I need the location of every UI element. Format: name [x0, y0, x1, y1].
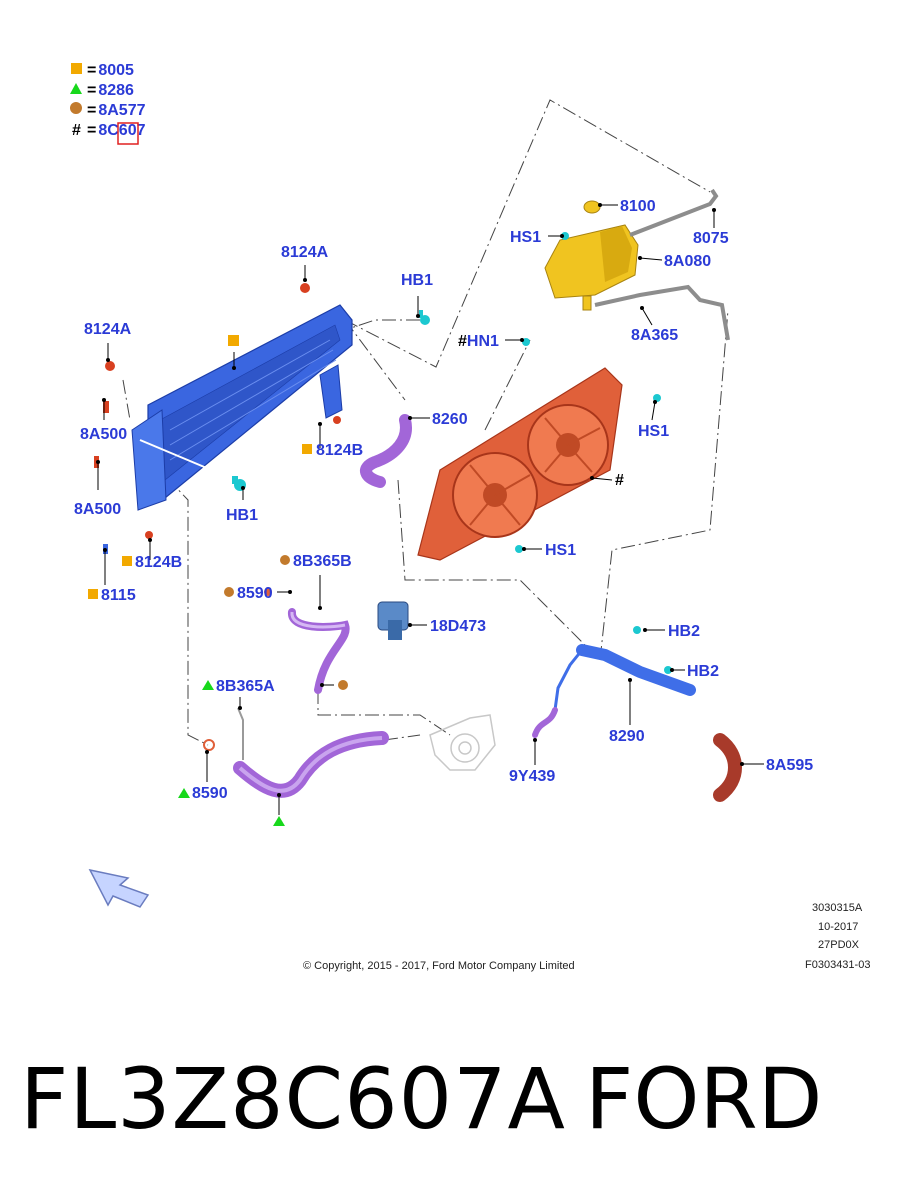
legend: =8005 =8286 =8A577 # =8C607 [70, 62, 146, 145]
marker-triangle-8B365A [202, 680, 214, 690]
ref-code-1: 3030315A [812, 902, 863, 914]
label-8A500-a: 8A500 [80, 426, 127, 443]
label-hash-shroud: # [615, 472, 624, 489]
legend-eq-4: = [87, 122, 96, 139]
label-8260: 8260 [432, 411, 468, 428]
marker-triangle-hose [273, 816, 285, 826]
legend-hash-symbol: # [72, 122, 81, 139]
hose-8260 [360, 414, 412, 488]
label-HB1-top: HB1 [401, 272, 433, 289]
bushing-8124B-left [145, 531, 153, 539]
highlight-box [117, 122, 139, 145]
clip-HS1-bottom [515, 545, 523, 553]
legend-eq-3: = [87, 102, 96, 119]
coolant-reservoir [522, 188, 730, 346]
coolant-tube-8290 [553, 626, 696, 711]
ref-code-3: 27PD0X [818, 939, 860, 951]
marker-square-8124B-mid [302, 444, 312, 454]
clip-HB2-a [633, 626, 641, 634]
label-8590-top: 8590 [237, 585, 273, 602]
lower-hose-8B365A [233, 707, 389, 798]
degas-hose-8B365B [288, 608, 350, 694]
label-9Y439: 9Y439 [509, 768, 555, 785]
label-HB2-a: HB2 [668, 623, 700, 640]
label-hash-HN1: # [458, 333, 467, 350]
marker-square-8115 [88, 589, 98, 599]
label-8290: 8290 [609, 728, 645, 745]
marker-triangle-8590 [178, 788, 190, 798]
engine-pump-ghost [429, 714, 496, 771]
label-HS1-bottom: HS1 [545, 542, 576, 559]
bushing-8124B-mid [333, 416, 341, 424]
label-HS1-right: HS1 [638, 423, 669, 440]
svg-text:#HN1: #HN1 [458, 333, 499, 350]
label-18D473: 18D473 [430, 618, 486, 635]
pin-8A500-a [103, 401, 109, 413]
clamp-8590-top [264, 588, 272, 596]
part-number: FL3Z8C607A [20, 1050, 566, 1148]
brand-name: FORD [585, 1050, 823, 1148]
legend-code-8A577: 8A577 [98, 102, 145, 119]
copyright-notice: © Copyright, 2015 - 2017, Ford Motor Com… [303, 960, 575, 972]
routing-lines [122, 99, 729, 746]
label-8124B-mid: 8124B [316, 442, 363, 459]
clip-HB2-b [664, 666, 672, 674]
svg-text:=8A577: =8A577 [87, 102, 146, 119]
reference-codes: 3030315A 10-2017 27PD0X F0303431-03 [805, 902, 870, 971]
bushing-8124A-left [105, 361, 115, 371]
label-8590-bottom: 8590 [192, 785, 228, 802]
label-HB2-b: HB2 [687, 663, 719, 680]
legend-code-8005: 8005 [98, 62, 134, 79]
marker-circle-hose [338, 680, 348, 690]
valve-18D473 [377, 601, 409, 640]
label-8100: 8100 [620, 198, 656, 215]
label-8A595: 8A595 [766, 757, 813, 774]
cooling-system-diagram: =8005 =8286 =8A577 # =8C607 [70, 62, 870, 972]
label-8124A-left: 8124A [84, 321, 132, 338]
hose-9Y439 [532, 707, 558, 738]
clip-HB1-top [419, 310, 430, 325]
label-HS1-top: HS1 [510, 229, 541, 246]
label-8A080: 8A080 [664, 253, 711, 270]
label-HN1: HN1 [467, 333, 499, 350]
hose-8A595 [713, 733, 742, 802]
legend-code-8C607: 8C607 [98, 122, 145, 139]
hose-8A365 [594, 284, 730, 341]
marker-square-radiator [228, 335, 239, 346]
label-8A365: 8A365 [631, 327, 678, 344]
fan-shroud [417, 367, 661, 561]
radiator [131, 304, 353, 511]
legend-eq-2: = [87, 82, 96, 99]
label-8075: 8075 [693, 230, 729, 247]
label-8124B-left: 8124B [135, 554, 182, 571]
legend-code-8286: 8286 [98, 82, 134, 99]
svg-text:=8286: =8286 [87, 82, 134, 99]
clip-HS1-top [561, 232, 569, 240]
label-HB1-bottom: HB1 [226, 507, 258, 524]
marker-circle-8B365B [280, 555, 290, 565]
label-markers [88, 335, 348, 826]
hose-8075 [629, 188, 719, 237]
bushing-8124A-top [300, 283, 310, 293]
legend-eq-1: = [87, 62, 96, 79]
svg-text:=8005: =8005 [87, 62, 134, 79]
part-labels: 8124A HB1 8124A 8A500 8A500 HB1 8124B 81… [74, 198, 813, 802]
reservoir-cap-8100 [583, 200, 601, 214]
label-8124A-top: 8124A [281, 244, 329, 261]
legend-circle-symbol [70, 102, 82, 114]
legend-square-symbol [71, 63, 82, 74]
front-direction-arrow-icon [88, 868, 150, 908]
label-8A500-b: 8A500 [74, 501, 121, 518]
marker-circle-8590 [224, 587, 234, 597]
svg-text:=8C607: =8C607 [87, 122, 146, 139]
label-8B365B: 8B365B [293, 553, 352, 570]
clamp-8590-bottom [203, 739, 215, 751]
marker-square-8124B-left [122, 556, 132, 566]
legend-triangle-symbol [70, 83, 82, 94]
label-8B365A: 8B365A [216, 678, 275, 695]
label-8115: 8115 [101, 587, 136, 604]
ref-code-2: 10-2017 [818, 921, 858, 933]
leader-lines [96, 203, 764, 815]
ref-code-4: F0303431-03 [805, 959, 870, 971]
